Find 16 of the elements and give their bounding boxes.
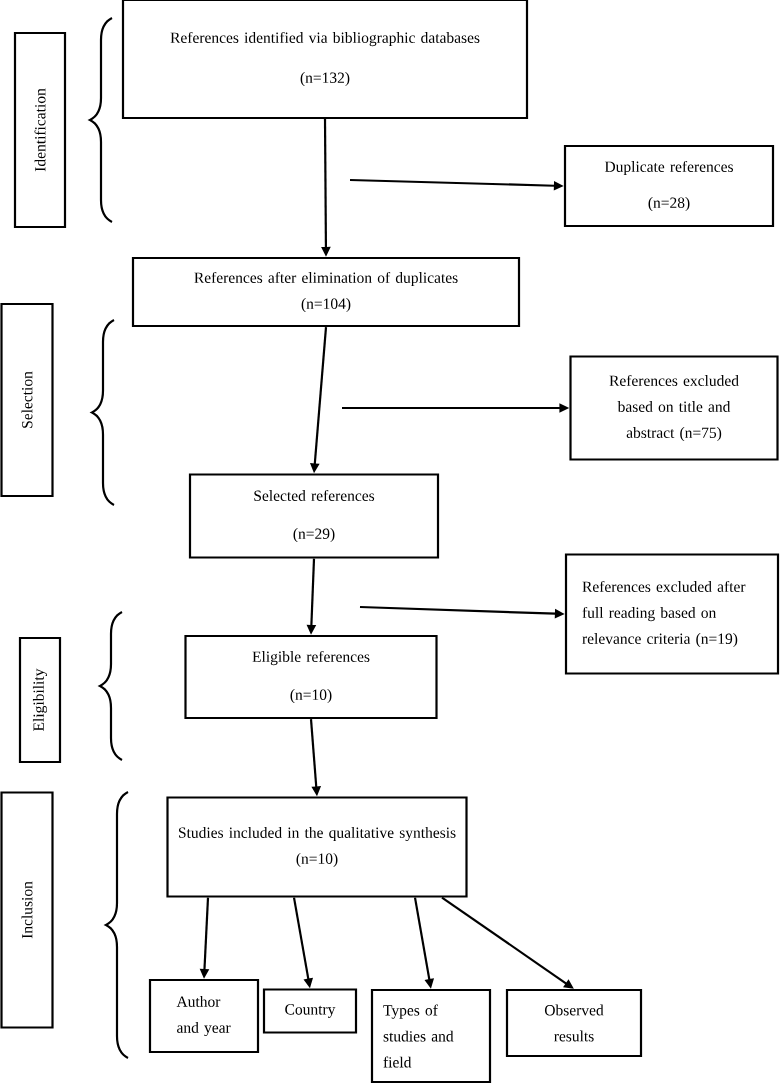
exclusion-box: Duplicate references (n=28)	[563, 144, 775, 228]
stage-label-box: Selection	[0, 302, 54, 498]
category-box: Observed results	[505, 988, 643, 1058]
process-box: Eligible references (n=10)	[184, 634, 438, 720]
stage-label-box: Identification	[13, 31, 67, 229]
exclusion-box: References excluded after full reading based on relevance criteria (n=19)	[564, 553, 780, 675]
category-box: Author and year	[148, 978, 260, 1054]
process-box: Selected references (n=29)	[188, 473, 440, 559]
process-box: References identified via bibliographic databases (n=132)	[121, 0, 529, 120]
stage-label-box: Eligibility	[18, 636, 62, 764]
process-box: Studies included in the qualitative synthesis (n=10)	[166, 796, 468, 898]
process-box: References after elimination of duplicates (n=104)	[131, 256, 521, 328]
category-box: Types of studies and field	[370, 988, 492, 1084]
stage-label-box: Inclusion	[0, 791, 54, 1029]
category-box: Country	[262, 988, 358, 1034]
exclusion-box: References excluded based on title and abstract (n=75)	[569, 355, 779, 461]
